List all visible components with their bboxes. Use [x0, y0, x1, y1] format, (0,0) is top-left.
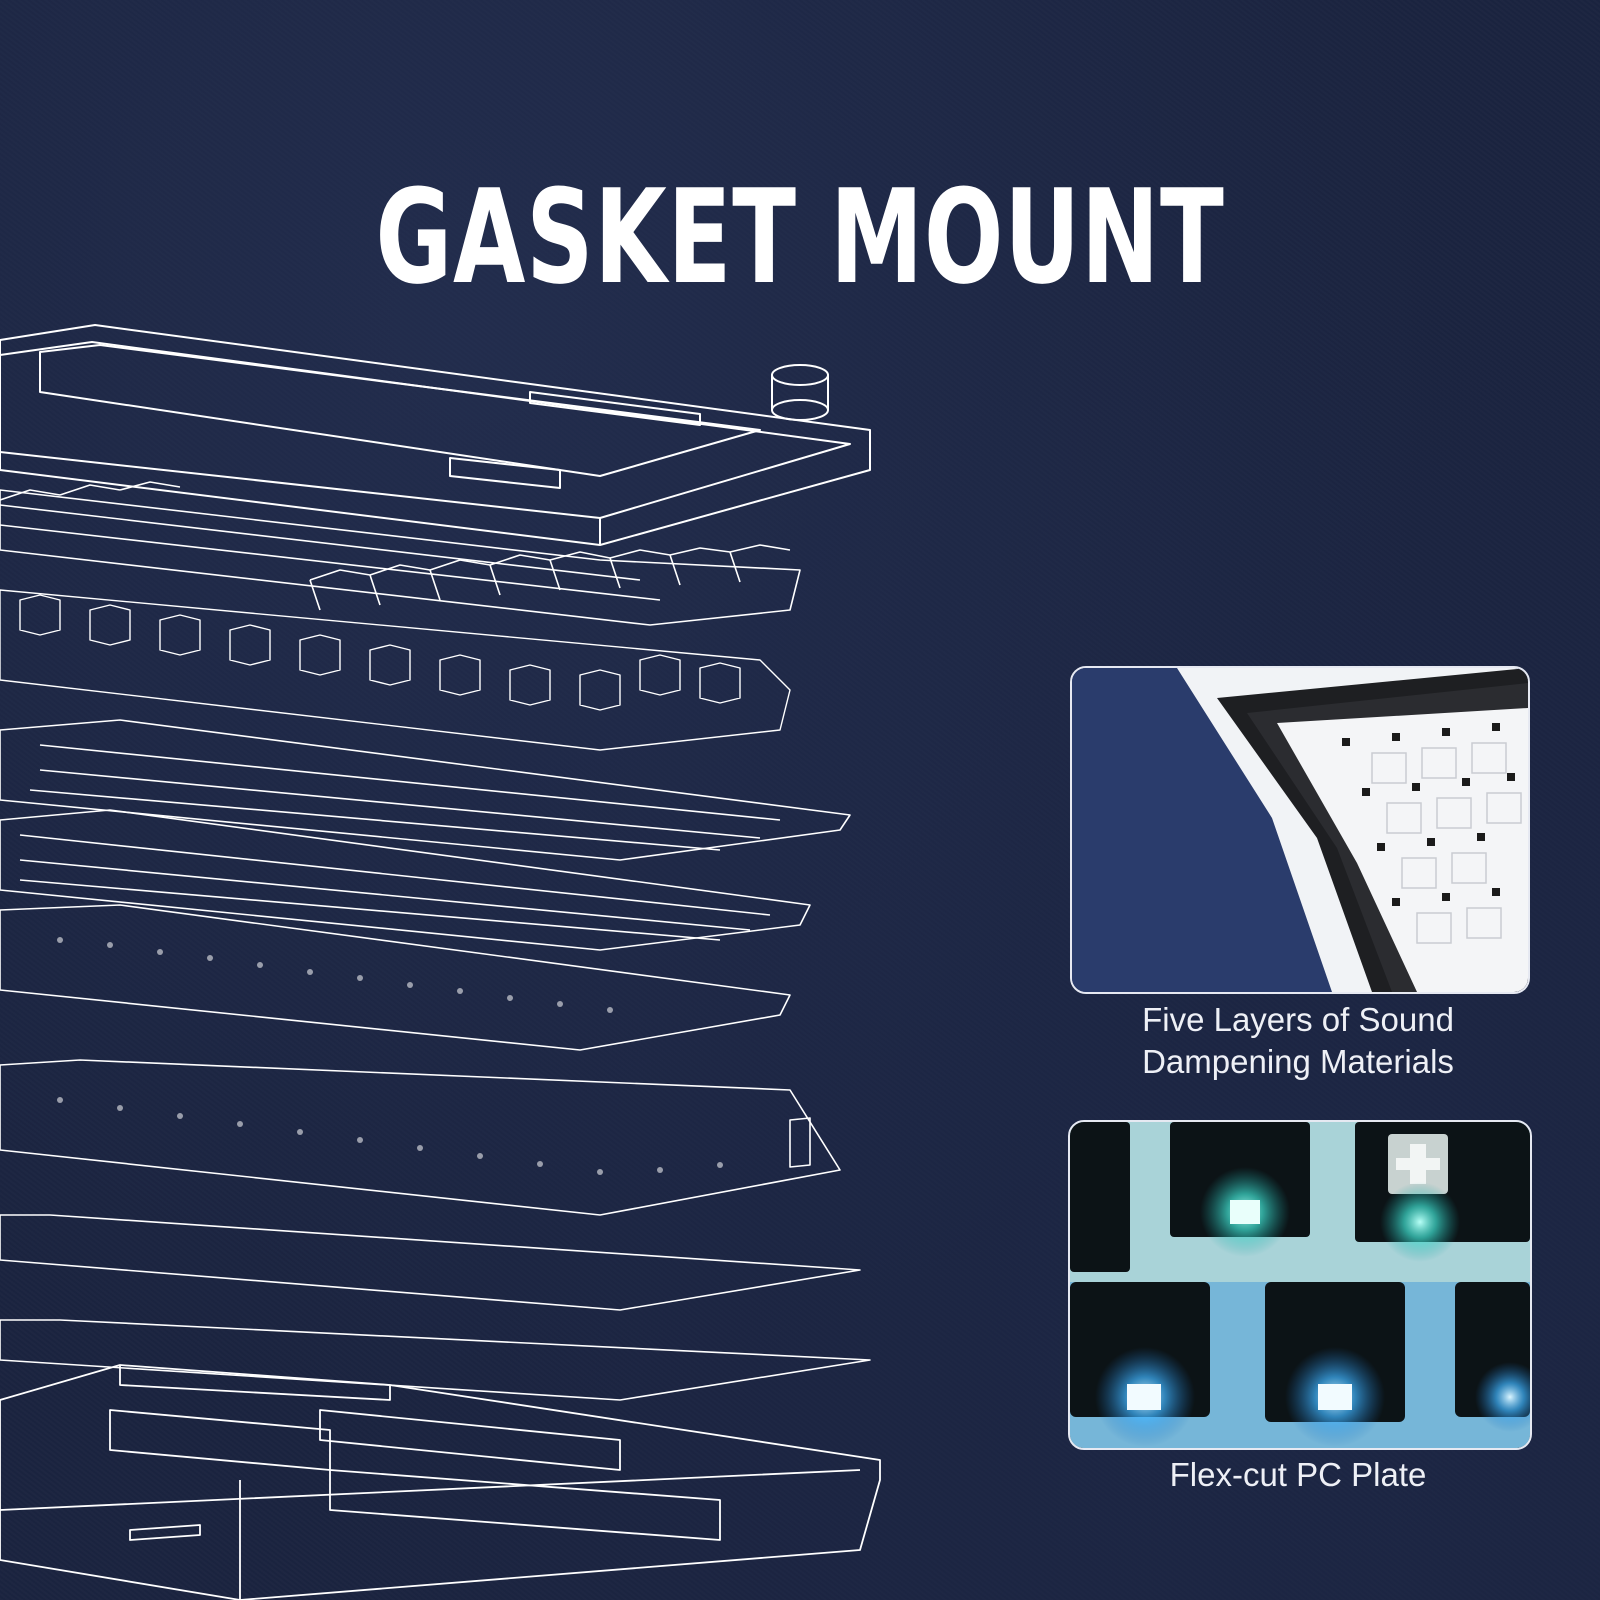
pcb-layer [0, 904, 841, 1216]
sound-dampening-photo [1070, 666, 1530, 994]
flex-cut-plate-photo [1068, 1120, 1532, 1450]
foam-layers [0, 1214, 871, 1401]
caption-line: Five Layers of Sound [1142, 1001, 1454, 1038]
top-case-layer [0, 324, 871, 546]
plate-layer [0, 719, 851, 951]
bottom-case-layer [0, 1364, 881, 1600]
switches-layer [0, 589, 791, 751]
exploded-keyboard-diagram [0, 324, 881, 1600]
caption-line: Flex-cut PC Plate [1169, 1456, 1427, 1493]
sound-dampening-caption: Five Layers of Sound Dampening Materials [1070, 999, 1526, 1083]
keycaps-layer [0, 481, 801, 626]
page-title: GASKET MOUNT [375, 161, 1225, 313]
flex-cut-plate-caption: Flex-cut PC Plate [1068, 1454, 1528, 1496]
caption-line: Dampening Materials [1142, 1043, 1454, 1080]
pcb-dots [57, 937, 723, 1175]
